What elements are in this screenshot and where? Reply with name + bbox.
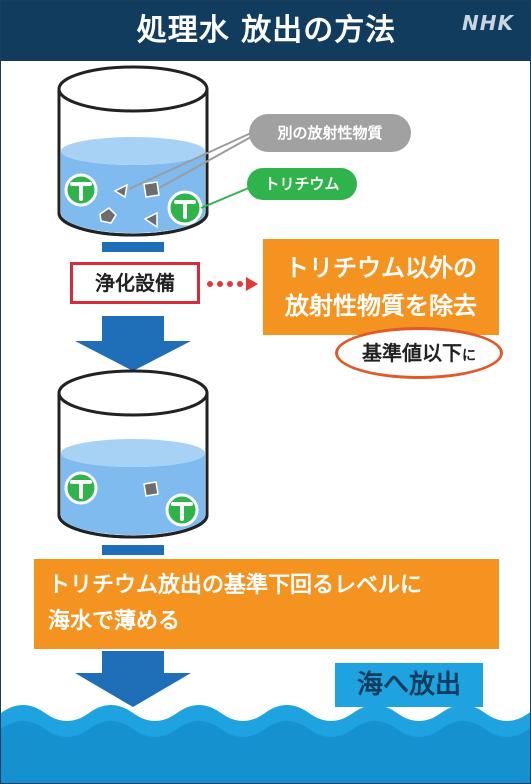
debris-particle-icon <box>143 181 160 198</box>
flow-bar <box>102 242 164 252</box>
callout-line-2: 放射性物質を除去 <box>285 292 477 320</box>
below-standard-text: 基準値以下 <box>362 341 462 365</box>
wave-icon <box>1 705 530 783</box>
dotted-arrow-icon <box>207 277 258 291</box>
debris-particle-icon <box>143 211 158 229</box>
tritium-label: トリチウム <box>247 168 357 200</box>
dilution-line-1: トリチウム放出の基準下回るレベルに <box>48 573 423 598</box>
callout-line-1: トリチウム以外の <box>285 254 477 282</box>
tritium-badge-icon <box>165 493 199 527</box>
debris-particle-icon <box>143 481 159 497</box>
tank-top-water-surface <box>61 137 205 165</box>
dilution-line-2: 海水で薄める <box>48 609 181 634</box>
tank-bottom-water-surface <box>61 439 205 467</box>
down-arrow-icon <box>75 651 191 707</box>
header-bar <box>1 1 530 61</box>
dilution-callout: トリチウム放出の基準下回るレベルに 海水で薄める <box>34 559 499 649</box>
tritium-badge-icon <box>64 173 98 207</box>
debris-particle-icon <box>99 207 117 224</box>
remove-radioactive-callout: トリチウム以外の 放射性物質を除去 <box>263 239 499 335</box>
nhk-logo: NHK <box>462 11 514 35</box>
down-arrow-icon <box>75 316 191 371</box>
tritium-badge-icon <box>64 471 98 505</box>
below-standard-suffix: に <box>462 348 476 364</box>
purification-facility-box: 浄化設備 <box>70 262 200 304</box>
tritium-badge-icon <box>167 190 203 226</box>
flow-bar <box>102 545 164 555</box>
sea-release-label: 海へ放出 <box>335 663 483 707</box>
other-radioactive-label: 別の放射性物質 <box>249 114 411 152</box>
below-standard-oval: 基準値以下に <box>335 327 503 379</box>
page-title: 処理水 放出の方法 <box>136 13 397 48</box>
debris-particle-icon <box>113 183 128 199</box>
